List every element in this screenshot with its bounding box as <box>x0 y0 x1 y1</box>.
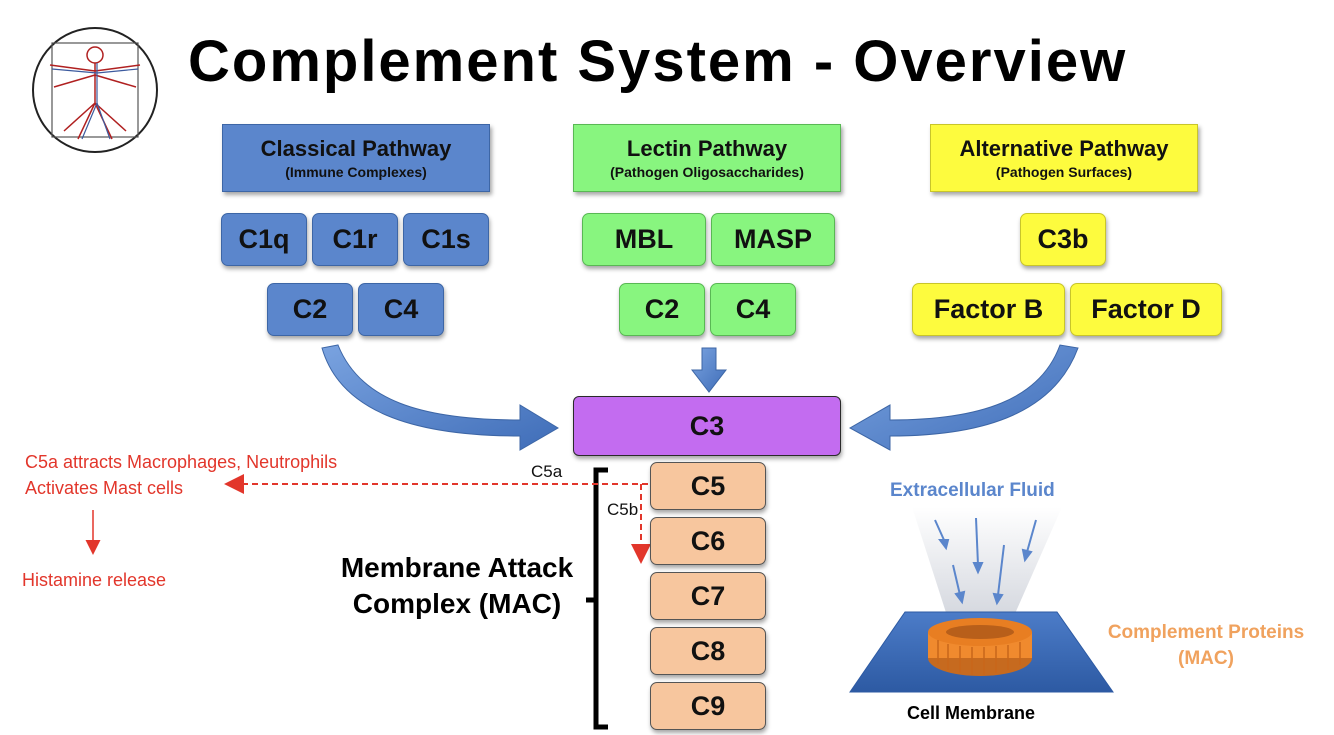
extracellular-cone <box>912 507 1062 625</box>
c1s-box: C1s <box>403 213 489 266</box>
effect-line2: Activates Mast cells <box>25 478 184 498</box>
diffusion-arrows <box>934 517 1037 606</box>
lectin-pathway-header: Lectin Pathway (Pathogen Oligosaccharide… <box>573 124 841 192</box>
complement-proteins-label: Complement Proteins (MAC) <box>1088 620 1324 672</box>
classical-c4-box: C4 <box>358 283 444 336</box>
c6-box: C6 <box>650 517 766 565</box>
lectin-c2-box: C2 <box>619 283 705 336</box>
complement-proteins-line2: (MAC) <box>1178 648 1234 669</box>
c5-box: C5 <box>650 462 766 510</box>
lectin-pathway-name: Lectin Pathway <box>626 136 788 161</box>
c1r-box: C1r <box>312 213 398 266</box>
alternative-pathway-header: Alternative Pathway (Pathogen Surfaces) <box>930 124 1198 192</box>
classical-c2-box: C2 <box>267 283 353 336</box>
effect-line1: C5a attracts Macrophages, Neutrophils <box>25 452 338 472</box>
c3-box: C3 <box>573 396 841 456</box>
c5a-label: C5a <box>531 462 563 481</box>
histamine-release: Histamine release <box>22 570 167 590</box>
lectin-c4-box: C4 <box>710 283 796 336</box>
page-title: Complement System - Overview <box>188 29 1128 94</box>
classical-pathway-trigger: (Immune Complexes) <box>285 164 427 180</box>
complement-proteins-line1: Complement Proteins <box>1107 622 1305 643</box>
classical-to-c3-arrow <box>321 344 559 451</box>
factor-d-box: Factor D <box>1070 283 1222 336</box>
masp-box: MASP <box>711 213 835 266</box>
classical-pathway-name: Classical Pathway <box>260 136 452 161</box>
mac-pore-ring <box>928 618 1032 676</box>
alternative-pathway-trigger: (Pathogen Surfaces) <box>995 164 1133 180</box>
cell-membrane-label: Cell Membrane <box>907 703 1036 723</box>
c8-box: C8 <box>650 627 766 675</box>
extracellular-fluid-label: Extracellular Fluid <box>890 480 1055 501</box>
c3b-box: C3b <box>1020 213 1106 266</box>
lectin-pathway-trigger: (Pathogen Oligosaccharides) <box>610 164 804 180</box>
alternative-to-c3-arrow <box>848 344 1079 451</box>
mbl-box: MBL <box>582 213 706 266</box>
mac-label: Membrane Attack Complex (MAC) <box>330 550 584 622</box>
c9-box: C9 <box>650 682 766 730</box>
mac-label-line2: Complex (MAC) <box>352 588 562 619</box>
classical-pathway-header: Classical Pathway (Immune Complexes) <box>222 124 490 192</box>
vitruvian-logo-icon <box>30 25 160 155</box>
c5b-label: C5b <box>607 500 639 519</box>
lectin-to-c3-arrow <box>690 347 728 393</box>
factor-b-box: Factor B <box>912 283 1065 336</box>
c1q-box: C1q <box>221 213 307 266</box>
alternative-pathway-name: Alternative Pathway <box>959 136 1169 161</box>
mac-label-line1: Membrane Attack <box>340 552 574 583</box>
mac-bracket <box>586 467 608 730</box>
c7-box: C7 <box>650 572 766 620</box>
